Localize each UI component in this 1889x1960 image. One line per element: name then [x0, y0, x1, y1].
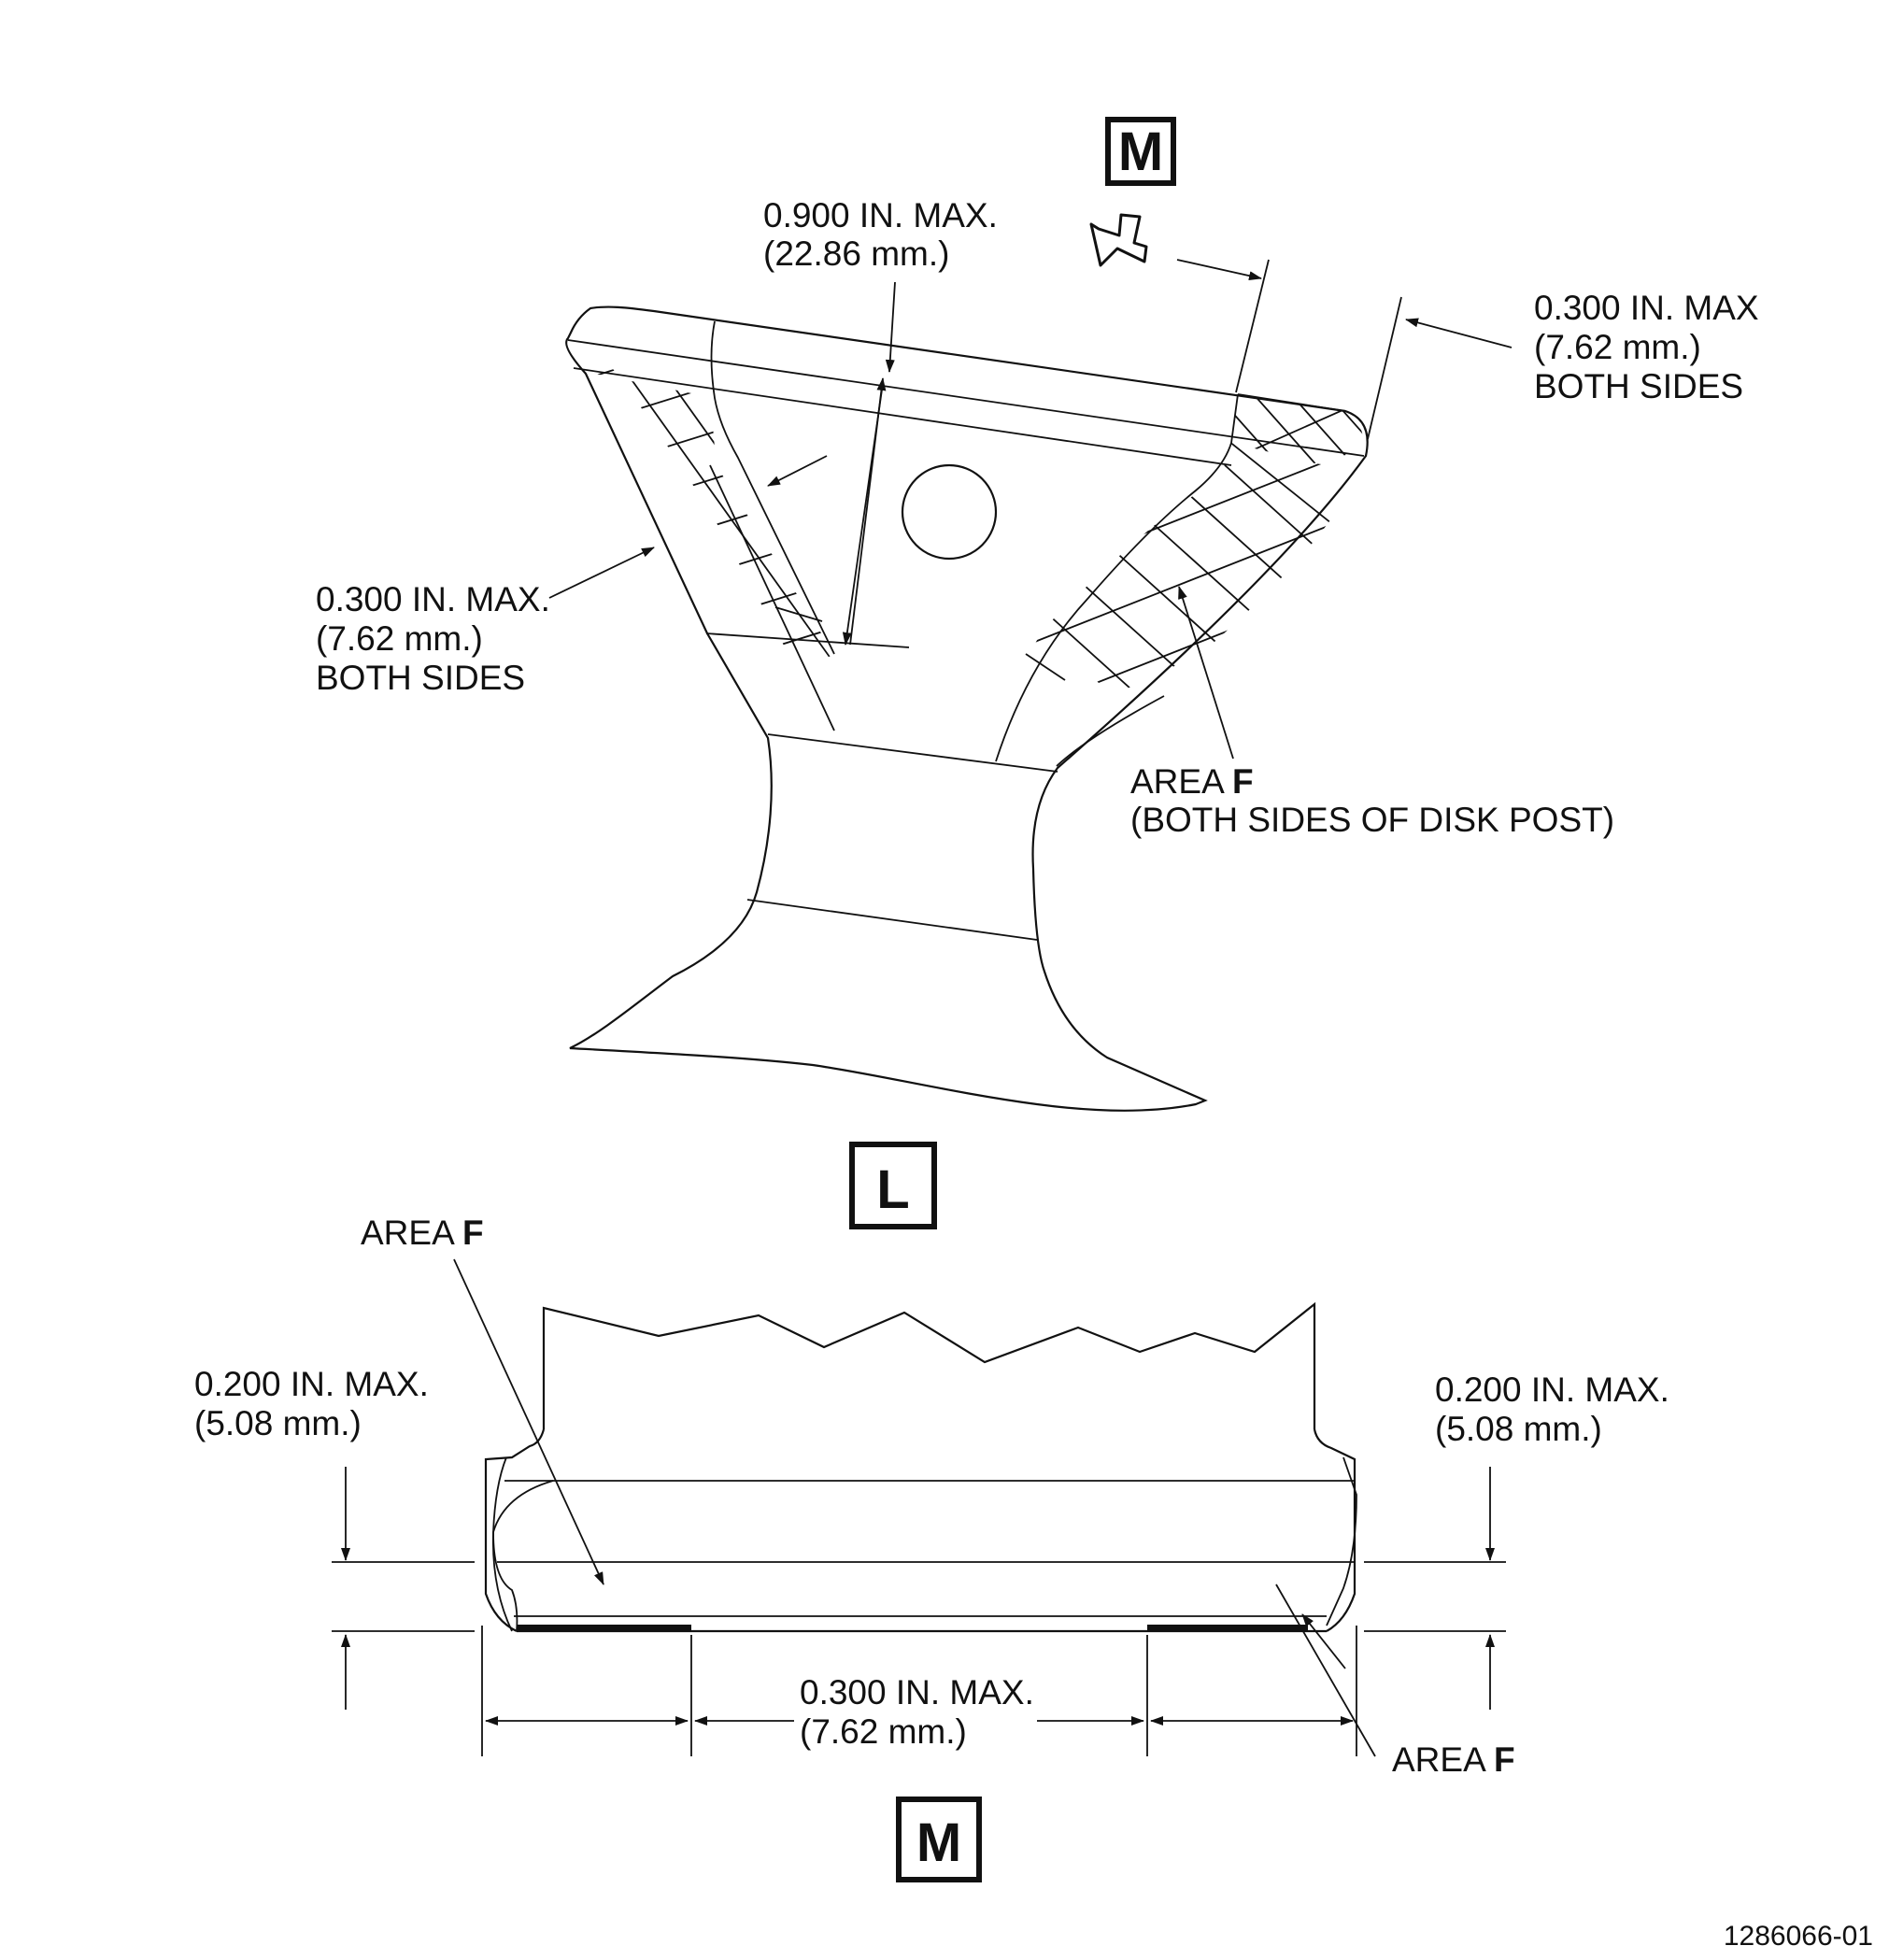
blade-hole: [901, 463, 998, 561]
figure-number: 1286066-01: [1724, 1921, 1873, 1952]
view-m-callout-box: [1105, 117, 1176, 186]
blade-length-in: 0.900 IN. MAX.: [763, 196, 998, 234]
neck-band-bottom: [746, 899, 1038, 941]
area-f-label: AREA F: [1130, 762, 1254, 801]
width-mm: (7.62 mm.): [800, 1712, 967, 1751]
right-limit-sides: BOTH SIDES: [1534, 367, 1743, 405]
right-depth-mm: (5.08 mm.): [1435, 1410, 1602, 1448]
left-limit-mm: (7.62 mm.): [316, 619, 483, 658]
dim-left-arrow-2: [767, 455, 828, 487]
post-right-shoulder: [1313, 1428, 1356, 1632]
dim-right-ext-2: [1367, 296, 1402, 440]
area-f-leader: [1178, 586, 1234, 760]
dim-900-arrow-bottom-2: [842, 382, 884, 646]
left-limit-sides: BOTH SIDES: [316, 659, 525, 697]
view-l-label: L: [849, 1142, 937, 1229]
view-m-drawing: [332, 1258, 1506, 1757]
dim-900-arrow-top: [885, 281, 896, 373]
shank-line: [705, 632, 910, 648]
blade-length-mm: (22.86 mm.): [763, 234, 949, 273]
view-m-label-box: [896, 1797, 982, 1882]
view-m-label: M: [896, 1797, 982, 1882]
post-left-inner: [491, 1456, 513, 1632]
view-m-label-letter: M: [916, 1812, 961, 1873]
left-depth-mm: (5.08 mm.): [194, 1404, 362, 1442]
area-f-hatch-right: [1028, 443, 1356, 696]
blade-outline: [565, 305, 1369, 1112]
post-right-round: [1326, 1456, 1357, 1626]
blade-right-contour-2: [1056, 695, 1165, 767]
view-m-labels: AREA F 0.200 IN. MAX. (5.08 mm.) 0.200 I…: [194, 1214, 1669, 1779]
view-direction-arrow-icon: [1089, 213, 1148, 267]
view-l-drawing: [548, 259, 1513, 1112]
blade-right-inner-contour: [995, 393, 1239, 762]
view-m-callout: M: [1089, 117, 1176, 267]
post-left-shoulder: [484, 1428, 546, 1632]
right-limit-mm: (7.62 mm.): [1534, 328, 1701, 366]
area-f-description: (BOTH SIDES OF DISK POST): [1130, 801, 1614, 839]
width-in: 0.300 IN. MAX.: [800, 1673, 1034, 1711]
view-l-label-letter: L: [876, 1159, 909, 1220]
neck-band-top: [767, 733, 1058, 773]
post-break-outline: [542, 1301, 1316, 1429]
dim-right-ext-1: [1235, 259, 1270, 393]
blade-top-inner-edge-2: [573, 367, 1232, 466]
dim-right-arrow-2: [1405, 318, 1513, 348]
area-f-bottom-leader: [1275, 1584, 1376, 1757]
left-depth-in: 0.200 IN. MAX.: [194, 1365, 429, 1403]
view-l-label-box: [849, 1142, 937, 1229]
area-f-top-label: AREA F: [361, 1214, 484, 1252]
right-depth-in: 0.200 IN. MAX.: [1435, 1371, 1669, 1409]
area-f-bottom-label: AREA F: [1392, 1740, 1515, 1779]
blade-left-contour-2: [709, 464, 835, 731]
left-limit-in: 0.300 IN. MAX.: [316, 580, 550, 618]
blade-top-inner-edge-3: [1237, 393, 1346, 412]
area-f-top-leader: [453, 1258, 604, 1585]
blade-left-inner-contour: [710, 320, 835, 655]
right-limit-in: 0.300 IN. MAX: [1534, 289, 1759, 327]
area-f-boundary-left-2: [1025, 653, 1066, 681]
area-f-bottom-leader-arrow: [1301, 1613, 1346, 1669]
dim-left-arrow-1: [548, 547, 655, 599]
post-left-round: [492, 1480, 554, 1632]
dim-right-arrow-1: [1176, 259, 1262, 281]
area-f-boundary-left: [774, 606, 823, 622]
view-l-labels: 0.900 IN. MAX. (22.86 mm.) 0.300 IN. MAX…: [316, 196, 1759, 839]
view-m-callout-letter: M: [1118, 121, 1163, 182]
